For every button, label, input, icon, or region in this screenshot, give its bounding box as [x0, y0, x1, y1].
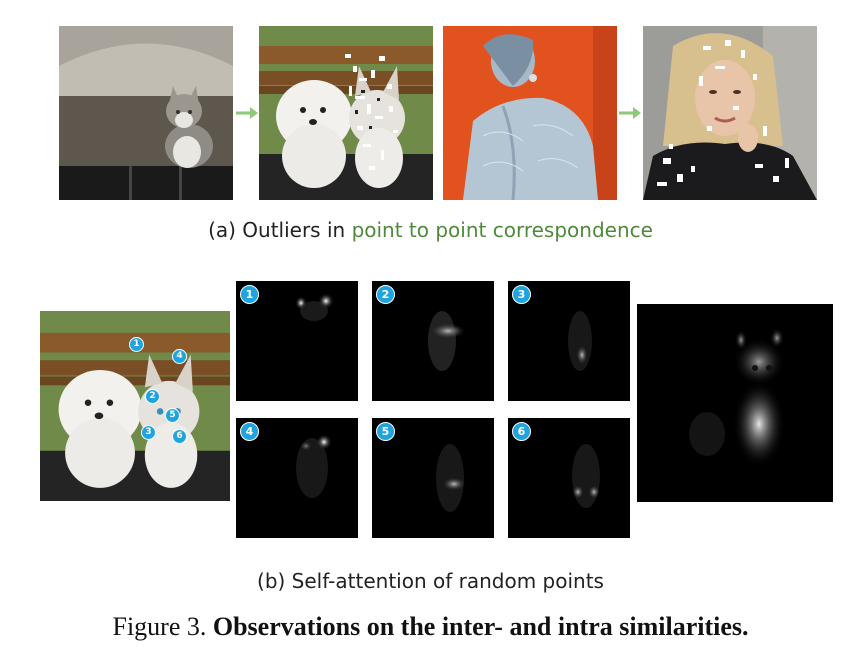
attention-map-6 — [508, 418, 630, 538]
attention-map-1 — [236, 281, 358, 401]
caption-b: (b) Self-attention of random points — [257, 569, 604, 593]
caption-a-prefix: (a) Outliers in — [208, 218, 352, 242]
figure-caption-prefix: Figure 3. — [112, 612, 213, 641]
woman-portrait-photo — [643, 26, 817, 200]
point-marker-2: 2 — [145, 389, 160, 404]
woman-back-photo — [443, 26, 617, 200]
figure-caption-bold: Observations on the inter- and intra sim… — [212, 612, 749, 641]
caption-a-highlight: point to point correspondence — [351, 218, 653, 242]
attention-label-4: 4 — [240, 422, 259, 441]
figure-caption: Figure 3. Observations on the inter- and… — [0, 612, 861, 642]
attention-label-6: 6 — [512, 422, 531, 441]
aggregated-attention-map — [637, 304, 833, 502]
attention-label-1: 1 — [240, 285, 259, 304]
point-marker-6: 6 — [172, 429, 187, 444]
attention-label-5: 5 — [376, 422, 395, 441]
point-marker-5: 5 — [165, 408, 180, 423]
arrow-right-icon — [619, 107, 641, 119]
attention-label-2: 2 — [376, 285, 395, 304]
point-marker-1: 1 — [129, 337, 144, 352]
attention-label-3: 3 — [512, 285, 531, 304]
point-marker-3: 3 — [141, 425, 156, 440]
point-marker-4: 4 — [172, 349, 187, 364]
caption-a: (a) Outliers in point to point correspon… — [0, 218, 861, 242]
puppy-kitten-photo — [259, 26, 433, 200]
cat-photo — [59, 26, 233, 200]
arrow-right-icon — [236, 107, 258, 119]
